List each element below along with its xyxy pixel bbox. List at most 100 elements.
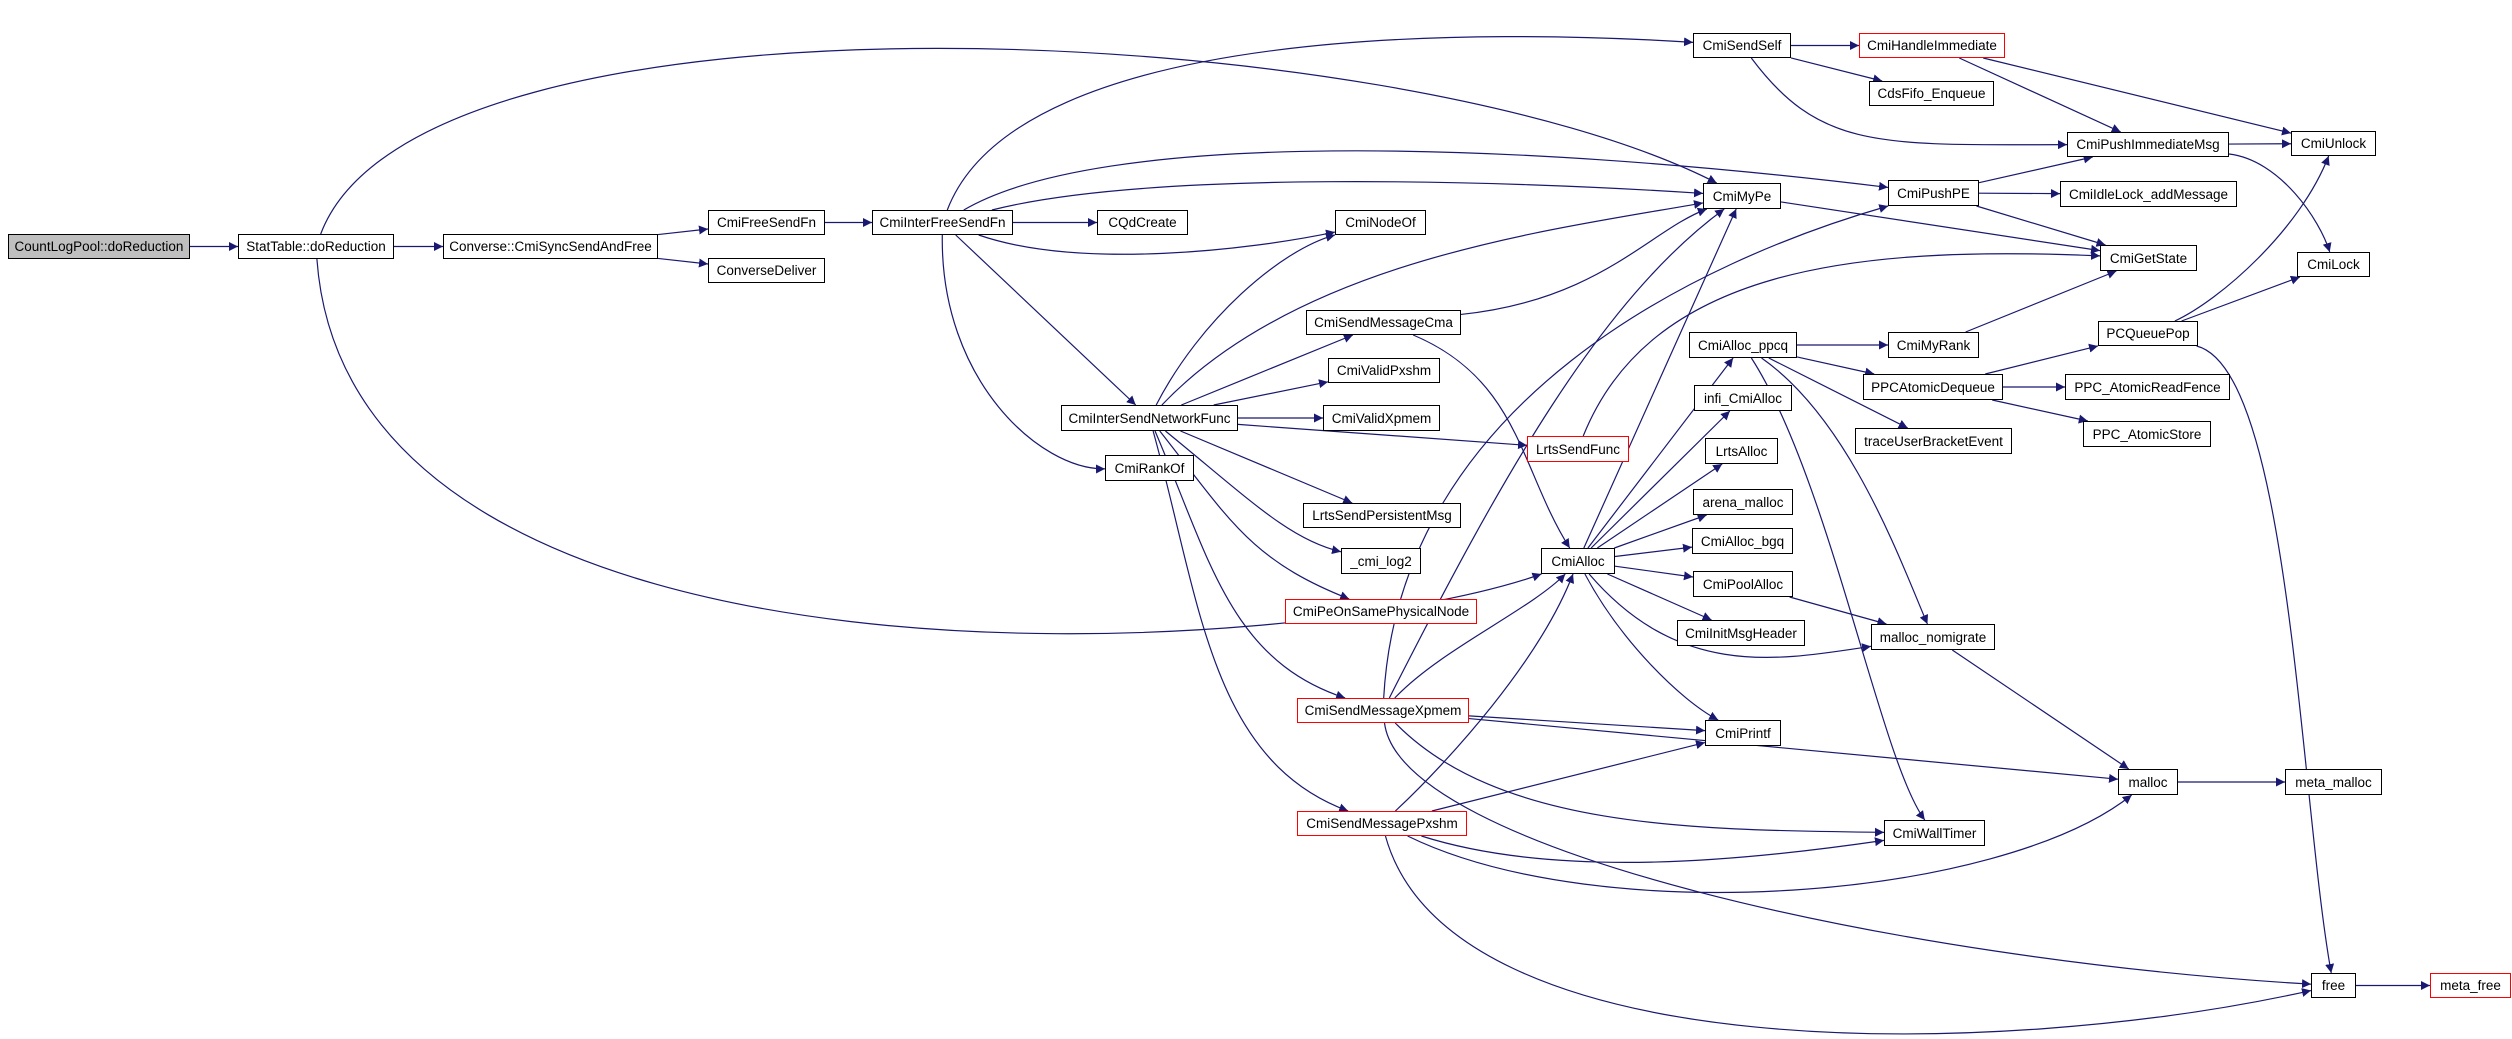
node-cmihandleimmediate[interactable]: CmiHandleImmediate xyxy=(1859,33,2005,58)
node-cmilog2[interactable]: _cmi_log2 xyxy=(1341,548,1421,574)
node-label: CmiSendMessagePxshm xyxy=(1306,816,1458,831)
node-cmiwalltimer[interactable]: CmiWallTimer xyxy=(1884,820,1985,846)
node-label: CdsFifo_Enqueue xyxy=(1877,86,1986,101)
node-lrtssendfunc[interactable]: LrtsSendFunc xyxy=(1527,436,1629,462)
node-label: CmiMyRank xyxy=(1896,337,1971,353)
node-label: CQdCreate xyxy=(1108,215,1177,230)
node-cmiintersendnetworkfunc[interactable]: CmiInterSendNetworkFunc xyxy=(1061,405,1238,431)
node-label: CmiSendMessageXpmem xyxy=(1304,703,1462,718)
node-cmimyrank[interactable]: CmiMyRank xyxy=(1888,332,1979,358)
node-ppcatomicstore[interactable]: PPC_AtomicStore xyxy=(2083,421,2211,447)
edge-cmiallocppcq-to-traceuserbracketevent xyxy=(1768,357,1908,429)
edge-cmiintersendnetworkfunc-to-cmilog2 xyxy=(1165,430,1342,555)
edge-cmipushimmediatemsg-to-cmilock xyxy=(2228,153,2332,253)
node-cdsfifoenqueue[interactable]: CdsFifo_Enqueue xyxy=(1869,81,1994,106)
node-cmisendself[interactable]: CmiSendSelf xyxy=(1693,33,1791,58)
node-cmivalidxpmem[interactable]: CmiValidXpmem xyxy=(1323,405,1440,431)
node-cmiallocppcq[interactable]: CmiAlloc_ppcq xyxy=(1689,332,1797,358)
node-cmisendmessagepxshm[interactable]: CmiSendMessagePxshm xyxy=(1297,811,1467,836)
node-traceuserbracketevent[interactable]: traceUserBracketEvent xyxy=(1855,428,2012,454)
node-lrtssendpersistentmsg[interactable]: LrtsSendPersistentMsg xyxy=(1303,503,1461,528)
edge-cmiinterfreesendfn-to-cmipushpe xyxy=(963,150,1889,211)
node-cmisendmessagecma[interactable]: CmiSendMessageCma xyxy=(1306,310,1461,335)
node-label: traceUserBracketEvent xyxy=(1864,433,2003,449)
node-ppcatomicreadfence[interactable]: PPC_AtomicReadFence xyxy=(2065,374,2230,400)
node-mallocnomigrate[interactable]: malloc_nomigrate xyxy=(1871,624,1995,650)
edge-cmiallocppcq-to-cmiwalltimer xyxy=(1750,357,1926,821)
node-malloc[interactable]: malloc xyxy=(2118,769,2178,795)
node-cminodeof[interactable]: CmiNodeOf xyxy=(1335,210,1426,235)
node-label: CmiPrintf xyxy=(1715,725,1771,741)
edge-cmipushpe-to-cmigetstate xyxy=(1976,205,2106,247)
edge-cmimyrank-to-cmigetstate xyxy=(1965,270,2117,333)
node-label: PPCAtomicDequeue xyxy=(1871,379,1995,395)
node-cmilock[interactable]: CmiLock xyxy=(2297,252,2370,277)
node-label: CmiPushPE xyxy=(1897,185,1970,201)
node-cmivalidpxshm[interactable]: CmiValidPxshm xyxy=(1328,358,1440,383)
edge-cmihandleimmediate-to-cmiunlock xyxy=(1983,57,2292,136)
edge-cmialloc-to-arenamalloc xyxy=(1614,513,1707,549)
edge-cmisyncsend-to-cmifreesendfn xyxy=(657,225,709,236)
node-cmiunlock[interactable]: CmiUnlock xyxy=(2291,131,2376,156)
node-cqdcreate[interactable]: CQdCreate xyxy=(1097,210,1188,235)
edge-cmialloc-to-cmimype xyxy=(1583,208,1737,549)
edge-cmiintersendnetworkfunc-to-cmimype xyxy=(1161,200,1704,406)
node-metafree[interactable]: meta_free xyxy=(2430,973,2511,998)
node-label: meta_free xyxy=(2440,978,2501,993)
node-cmiidlelock[interactable]: CmiIdleLock_addMessage xyxy=(2060,181,2237,207)
node-cmiinitmsgheader[interactable]: CmiInitMsgHeader xyxy=(1677,620,1805,646)
node-cmisendmessagexpmem[interactable]: CmiSendMessageXpmem xyxy=(1297,698,1469,723)
edge-cmisendmessagexpmem-to-cmiprintf xyxy=(1468,715,1706,735)
edge-cmisendmessagecma-to-cmialloc xyxy=(1412,334,1571,549)
node-label: CountLogPool::doReduction xyxy=(14,239,184,254)
node-cmirankof[interactable]: CmiRankOf xyxy=(1105,455,1194,481)
node-cmigetstate[interactable]: CmiGetState xyxy=(2100,245,2197,271)
node-label: CmiAlloc_ppcq xyxy=(1697,337,1789,353)
node-cmimype[interactable]: CmiMyPe xyxy=(1703,183,1781,209)
node-metamalloc[interactable]: meta_malloc xyxy=(2285,769,2382,795)
edge-cmialloc-to-cmiinitmsgheader xyxy=(1607,573,1712,621)
edge-cmiinterfreesendfn-to-cmisendself xyxy=(946,36,1694,211)
node-label: ConverseDeliver xyxy=(716,263,817,278)
edge-cmisendself-to-cmipushimmediatemsg xyxy=(1750,57,2068,150)
node-label: CmiAlloc xyxy=(1551,553,1605,569)
node-cmisyncsend[interactable]: Converse::CmiSyncSendAndFree xyxy=(443,234,658,259)
node-label: CmiUnlock xyxy=(2300,136,2367,151)
edge-cmialloc-to-cmipoolalloc xyxy=(1614,565,1694,581)
edge-cmisendmessagepxshm-to-malloc xyxy=(1407,794,2133,893)
edge-ppcatomicdequeue-to-ppcatomicstore xyxy=(1992,399,2088,424)
node-free[interactable]: free xyxy=(2311,973,2356,998)
edge-cmipoolalloc-to-mallocnomigrate xyxy=(1789,596,1887,626)
edge-cmialloc-to-cmiprintf xyxy=(1584,573,1719,721)
node-cmipushimmediatemsg[interactable]: CmiPushImmediateMsg xyxy=(2067,132,2229,157)
node-inficmialloc[interactable]: infi_CmiAlloc xyxy=(1694,385,1792,411)
node-lrtsalloc[interactable]: LrtsAlloc xyxy=(1705,438,1778,464)
edge-cmiintersendnetworkfunc-to-cmisendmessagecma xyxy=(1181,334,1354,406)
node-label: CmiPushImmediateMsg xyxy=(2076,137,2220,152)
node-cmiprintf[interactable]: CmiPrintf xyxy=(1705,720,1781,746)
edge-cmisendmessagepxshm-to-cmiwalltimer xyxy=(1421,835,1885,863)
node-cmipoolalloc[interactable]: CmiPoolAlloc xyxy=(1693,571,1793,597)
node-label: CmiAlloc_bgq xyxy=(1700,533,1785,549)
node-countlogpool[interactable]: CountLogPool::doReduction xyxy=(8,234,190,259)
node-arenamalloc[interactable]: arena_malloc xyxy=(1693,489,1793,515)
node-label: CmiIdleLock_addMessage xyxy=(2068,186,2229,202)
node-cmipushpe[interactable]: CmiPushPE xyxy=(1888,180,1979,206)
edge-stattable-to-cmimype xyxy=(320,47,1718,235)
node-label: CmiValidPxshm xyxy=(1336,363,1432,378)
node-label: CmiFreeSendFn xyxy=(716,215,817,230)
node-cmiinterfreesendfn[interactable]: CmiInterFreeSendFn xyxy=(872,210,1013,235)
node-cmialloc[interactable]: CmiAlloc xyxy=(1541,548,1615,574)
node-cmiallocbgq[interactable]: CmiAlloc_bgq xyxy=(1692,528,1793,554)
node-stattable[interactable]: StatTable::doReduction xyxy=(238,234,394,259)
node-label: infi_CmiAlloc xyxy=(1703,390,1783,406)
node-cmipeonsamephysicalnode[interactable]: CmiPeOnSamePhysicalNode xyxy=(1285,599,1477,624)
node-cmifreesendfn[interactable]: CmiFreeSendFn xyxy=(708,210,825,235)
edge-pcqueuepop-to-cmiunlock xyxy=(2174,155,2330,322)
node-ppcatomicdequeue[interactable]: PPCAtomicDequeue xyxy=(1863,374,2003,400)
edge-cmiintersendnetworkfunc-to-cmisendmessagepxshm xyxy=(1152,430,1349,813)
node-pcqueuepop[interactable]: PCQueuePop xyxy=(2098,321,2198,346)
edge-cmisendself-to-cdsfifoenqueue xyxy=(1790,57,1883,84)
node-conversedeliver[interactable]: ConverseDeliver xyxy=(708,258,825,283)
